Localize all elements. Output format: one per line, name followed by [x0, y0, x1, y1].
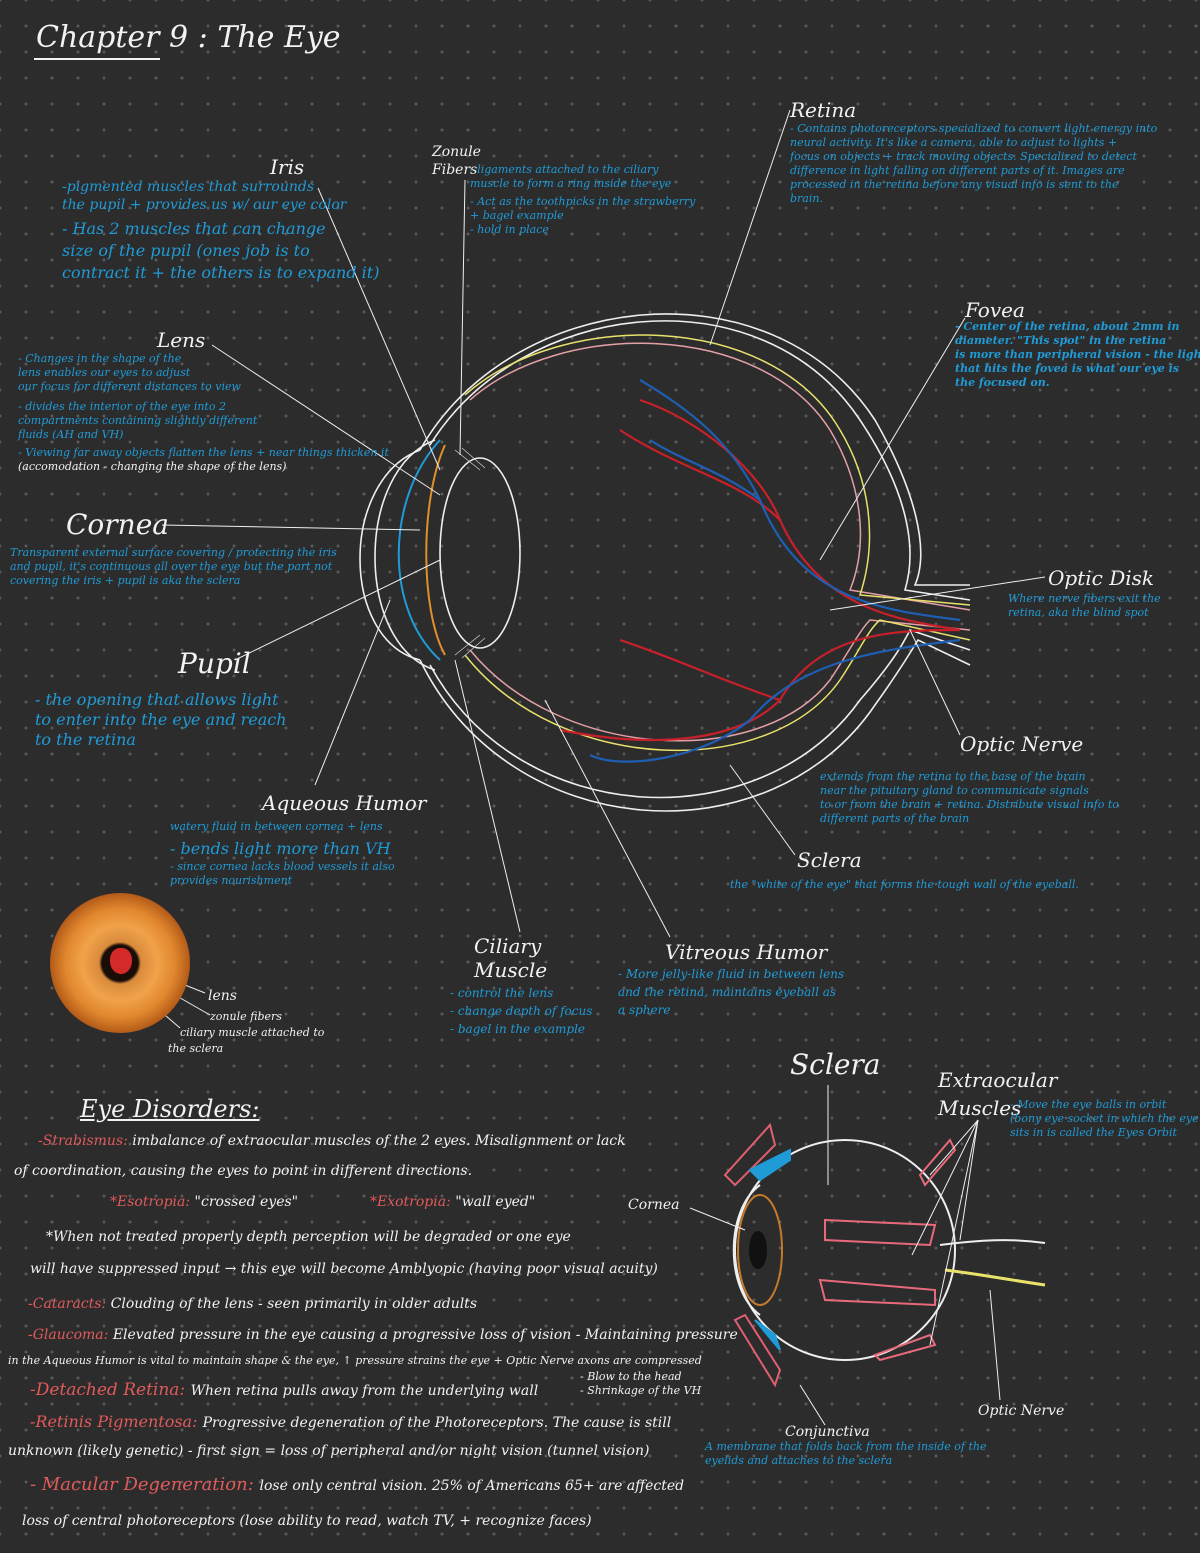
label-sclera: Sclera: [797, 848, 862, 872]
small-eye-label-extraocular: Extraocular: [938, 1068, 1058, 1092]
bagel-label-ciliary: ciliary muscle attached to: [180, 1026, 325, 1039]
note-retina: - Contains photoreceptors specialized to…: [790, 122, 1158, 205]
retinis-pigmentosa-line1: -Retinis Pigmentosa: Progressive degener…: [30, 1412, 672, 1431]
label-retina: Retina: [790, 98, 857, 122]
exotropia: *Exotropia: "wall eyed": [370, 1194, 536, 1210]
veins: [589, 379, 961, 763]
label-vitreous-humor: Vitreous Humor: [665, 940, 828, 964]
note-aqueous: watery fluid in between cornea + lens - …: [170, 820, 395, 887]
label-cornea: Cornea: [66, 508, 169, 541]
glaucoma-line2: in the Aqueous Humor is vital to maintai…: [8, 1354, 702, 1367]
detached-notes: - Blow to the head- Shrinkage of the VH: [580, 1370, 702, 1397]
small-eye: [723, 1122, 1046, 1388]
disorders-heading: Eye Disorders:: [80, 1095, 260, 1123]
glaucoma-line1: -Glaucoma: Elevated pressure in the eye …: [28, 1327, 738, 1343]
label-optic-nerve: Optic Nerve: [960, 732, 1084, 756]
label-pupil: Pupil: [178, 647, 251, 680]
small-eye-label-muscles: Muscles: [938, 1096, 1022, 1120]
label-optic-disk: Optic Disk: [1048, 566, 1155, 590]
bagel-label-lens: lens: [208, 988, 237, 1004]
small-eye-muscles-note: - Move the eye balls in orbit (bony eye …: [1010, 1098, 1199, 1139]
bagel-label-sclera: the sclera: [168, 1042, 224, 1055]
retinis-pigmentosa-line2: unknown (likely genetic) - first sign = …: [8, 1443, 650, 1459]
leader-lines: [161, 109, 1046, 938]
note-sclera: the "white of the eye" that forms the to…: [730, 878, 1079, 891]
lens-shape: [439, 457, 521, 649]
macular-degeneration-line2: loss of central photoreceptors (lose abi…: [22, 1513, 592, 1529]
label-zonule-fibers: Zonule Fibers: [432, 144, 481, 178]
small-eye-label-sclera: Sclera: [790, 1048, 881, 1081]
note-ciliary: - control the lens- change depth of focu…: [450, 986, 593, 1036]
sclera-outline: [359, 313, 971, 812]
arteries: [559, 398, 961, 742]
bagel-label-zonule: zonule fibers: [210, 1010, 282, 1023]
label-iris: Iris: [270, 155, 305, 179]
small-eye-conjunctiva-note: A membrane that folds back from the insi…: [705, 1440, 987, 1467]
note-optic-nerve: extends from the retina to the base of t…: [820, 770, 1119, 825]
strabismus-note2: will have suppressed input → this eye wi…: [30, 1261, 658, 1277]
label-aqueous-humor: Aqueous Humor: [262, 791, 427, 815]
small-eye-label-cornea: Cornea: [628, 1197, 680, 1213]
cataracts: -Cataracts: Clouding of the lens - seen …: [28, 1296, 477, 1312]
esotropia: *Esotropia: "crossed eyes": [110, 1194, 299, 1210]
strawberry-image: [110, 948, 132, 974]
title-underline: [34, 58, 160, 60]
small-eye-label-conjunctiva: Conjunctiva: [785, 1424, 870, 1440]
label-fovea: Fovea: [965, 298, 1025, 322]
strabismus-line2: of coordination, causing the eyes to poi…: [14, 1163, 473, 1179]
strabismus-line1: -Strabismus: imbalance of extraocular mu…: [38, 1133, 626, 1149]
page-title: Chapter 9 : The Eye: [36, 20, 341, 55]
note-cornea: Transparent external surface covering / …: [10, 546, 337, 587]
label-ciliary-muscle: Ciliary Muscle: [474, 934, 548, 982]
macular-degeneration-line1: - Macular Degeneration: lose only centra…: [30, 1474, 685, 1495]
small-eye-label-optic-nerve: Optic Nerve: [978, 1403, 1065, 1419]
strabismus-note1: *When not treated properly depth percept…: [46, 1229, 571, 1245]
detached-retina: -Detached Retina: When retina pulls away…: [30, 1380, 539, 1400]
label-lens: Lens: [157, 328, 206, 352]
